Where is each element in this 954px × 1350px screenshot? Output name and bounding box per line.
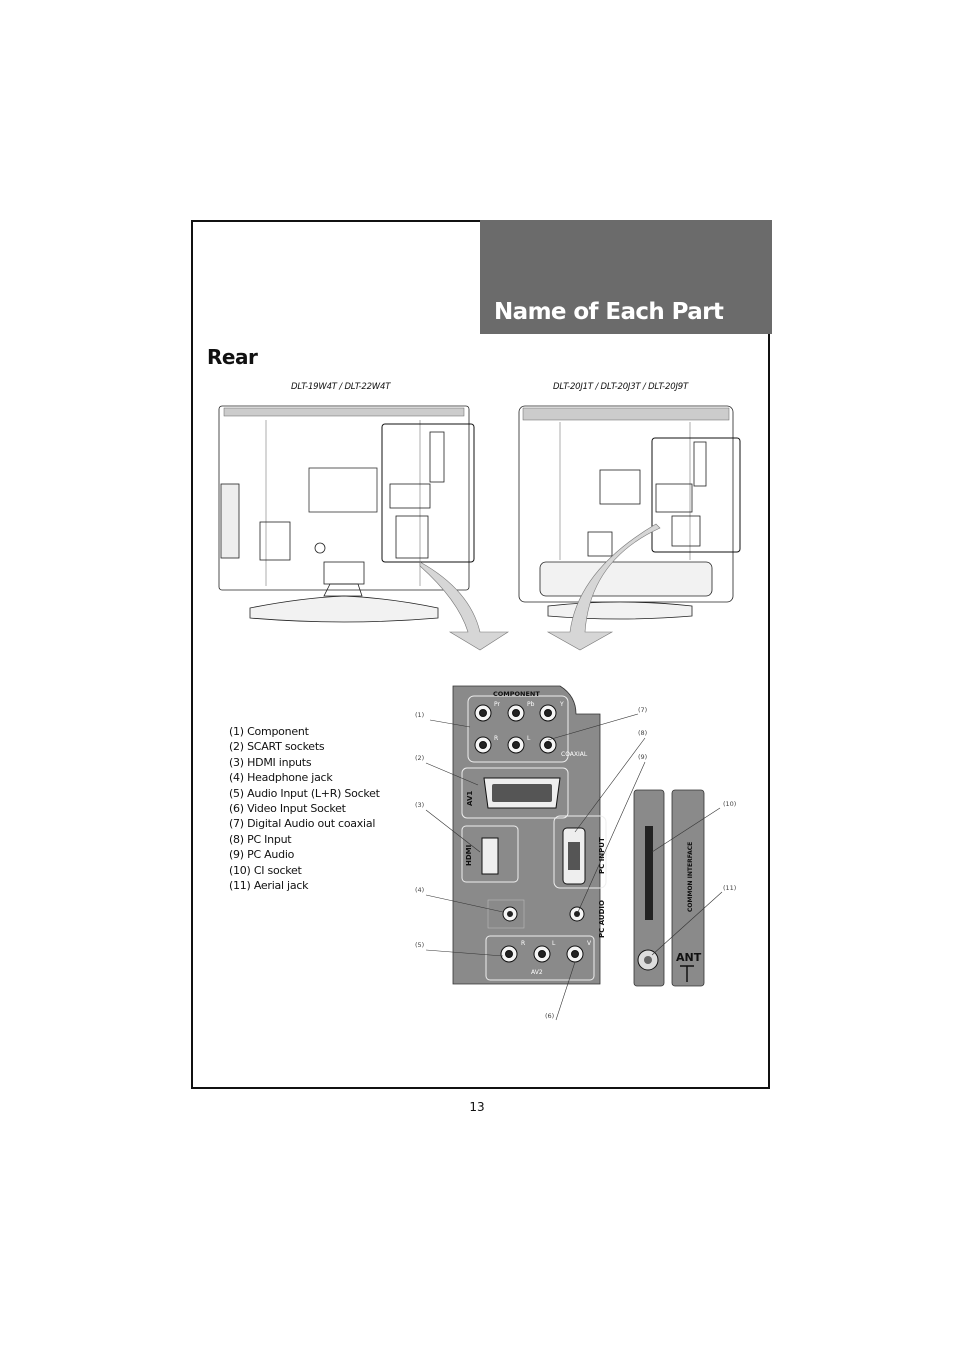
parts-list-item: (9) PC Audio	[229, 848, 295, 862]
tv-rear-left	[218, 405, 475, 623]
label-hdmi: HDMI	[465, 845, 473, 866]
ci-panel	[633, 789, 665, 987]
label-av1: AV1	[466, 791, 474, 806]
callout-6: (6)	[545, 1012, 554, 1020]
tv-rear-right	[518, 405, 741, 620]
label-pc-audio: PC AUDIO	[598, 900, 606, 938]
parts-list-item: (11) Aerial jack	[229, 879, 309, 893]
label-y: Y	[559, 701, 564, 708]
callout-1: (1)	[415, 711, 424, 719]
label-r: R	[494, 735, 498, 742]
rca-jacks-av2	[500, 945, 584, 963]
page-title: Name of Each Part	[494, 299, 724, 325]
parts-list-item: (8) PC Input	[229, 832, 292, 846]
label-coaxial: COAXIAL	[561, 751, 588, 758]
parts-list-item: (6) Video Input Socket	[229, 802, 346, 816]
label-pr: Pr	[494, 701, 501, 708]
callout-lines	[425, 713, 723, 1021]
model-label-right: DLT-20J1T / DLT-20J3T / DLT-20J9T	[553, 382, 688, 392]
parts-list: (1) Component (2) SCART sockets (3) HDMI…	[229, 724, 380, 893]
parts-list-item: (4) Headphone jack	[229, 771, 333, 785]
callout-4: (4)	[415, 886, 424, 894]
parts-list-item: (7) Digital Audio out coaxial	[229, 817, 376, 831]
callout-7: (7)	[638, 706, 647, 714]
parts-list-item: (5) Audio Input (L+R) Socket	[229, 786, 380, 800]
ci-slot	[645, 826, 653, 920]
callout-3: (3)	[415, 801, 424, 809]
connector-panel: COMPONENT Pr Pb Y R L COAXIAL AV1 HDMI P…	[452, 685, 607, 985]
title-banner: Name of Each Part	[480, 220, 772, 334]
parts-list-item: (2) SCART sockets	[229, 740, 325, 754]
parts-list-item: (10) CI socket	[229, 863, 302, 877]
page-number: 13	[469, 1100, 485, 1114]
arrow-right	[546, 523, 661, 651]
callout-2: (2)	[415, 754, 424, 762]
label-l: L	[527, 735, 531, 742]
label-common-interface: COMMON INTERFACE	[687, 842, 694, 912]
label-pb: Pb	[527, 701, 535, 708]
callout-5: (5)	[415, 941, 424, 949]
callout-9: (9)	[638, 753, 647, 761]
label-l2: L	[552, 940, 556, 947]
label-ant: ANT	[676, 951, 702, 964]
label-av2: AV2	[531, 969, 543, 976]
label-r2: R	[521, 940, 525, 947]
label-pc-input: PC INPUT	[598, 837, 606, 874]
callout-11: (11)	[723, 884, 736, 892]
parts-list-item: (3) HDMI inputs	[229, 755, 312, 769]
callout-8: (8)	[638, 729, 647, 737]
ant-panel: COMMON INTERFACE ANT	[671, 789, 705, 987]
section-title: Rear	[207, 345, 258, 369]
arrow-left	[419, 561, 510, 651]
label-v: V	[587, 940, 592, 947]
hdmi-socket	[481, 837, 499, 875]
model-label-left: DLT-19W4T / DLT-22W4T	[291, 382, 391, 392]
label-component: COMPONENT	[493, 690, 540, 698]
parts-list-item: (1) Component	[229, 725, 309, 738]
rca-jacks-component	[474, 704, 557, 754]
callout-10: (10)	[723, 800, 736, 808]
